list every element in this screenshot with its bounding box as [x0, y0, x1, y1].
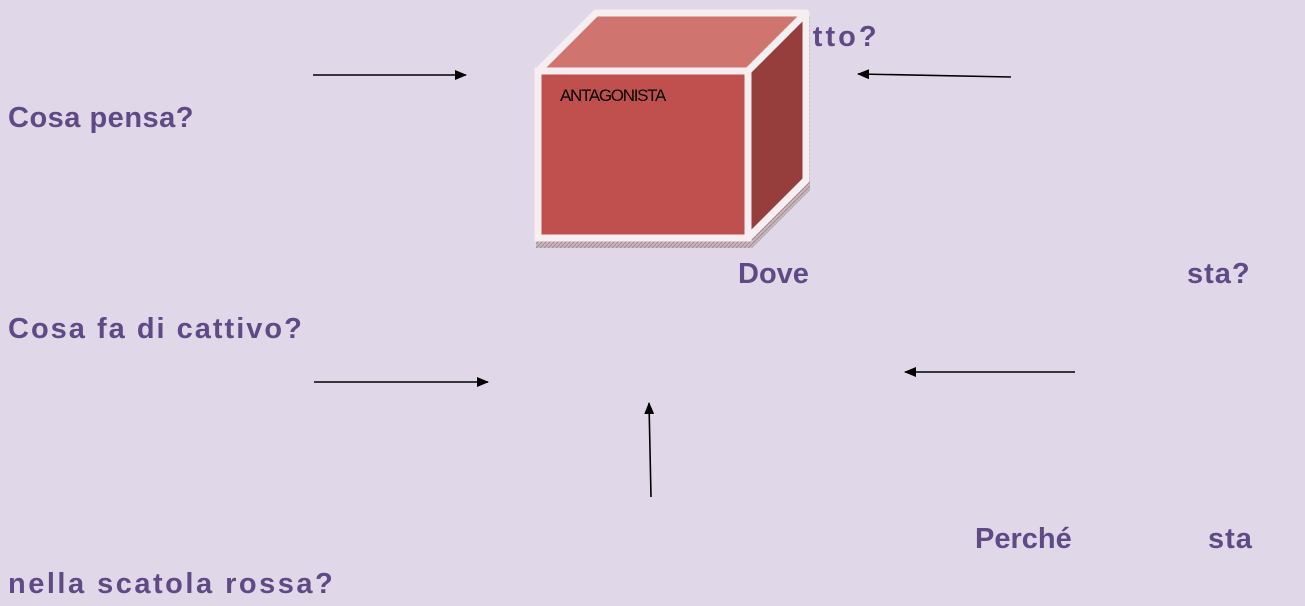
question-dove-sta: sta? — [1187, 258, 1251, 290]
question-perche-sta: sta — [1208, 523, 1253, 555]
box-label: ANTAGONISTA — [560, 86, 667, 105]
arrow-to-box-from-fatto — [857, 69, 1012, 80]
antagonista-red-box: ANTAGONISTA — [534, 9, 810, 248]
question-nella-scatola-rossa: nella scatola rossa? — [8, 568, 336, 600]
arrow-from-bottom — [644, 402, 655, 498]
question-cosa-fa-di-cattivo: Cosa fa di cattivo? — [8, 313, 304, 345]
box-front-face — [534, 67, 752, 242]
question-perche: Perché — [975, 523, 1072, 555]
question-dove: Dove — [738, 258, 809, 290]
question-cosa-pensa: Cosa pensa? — [8, 102, 194, 134]
